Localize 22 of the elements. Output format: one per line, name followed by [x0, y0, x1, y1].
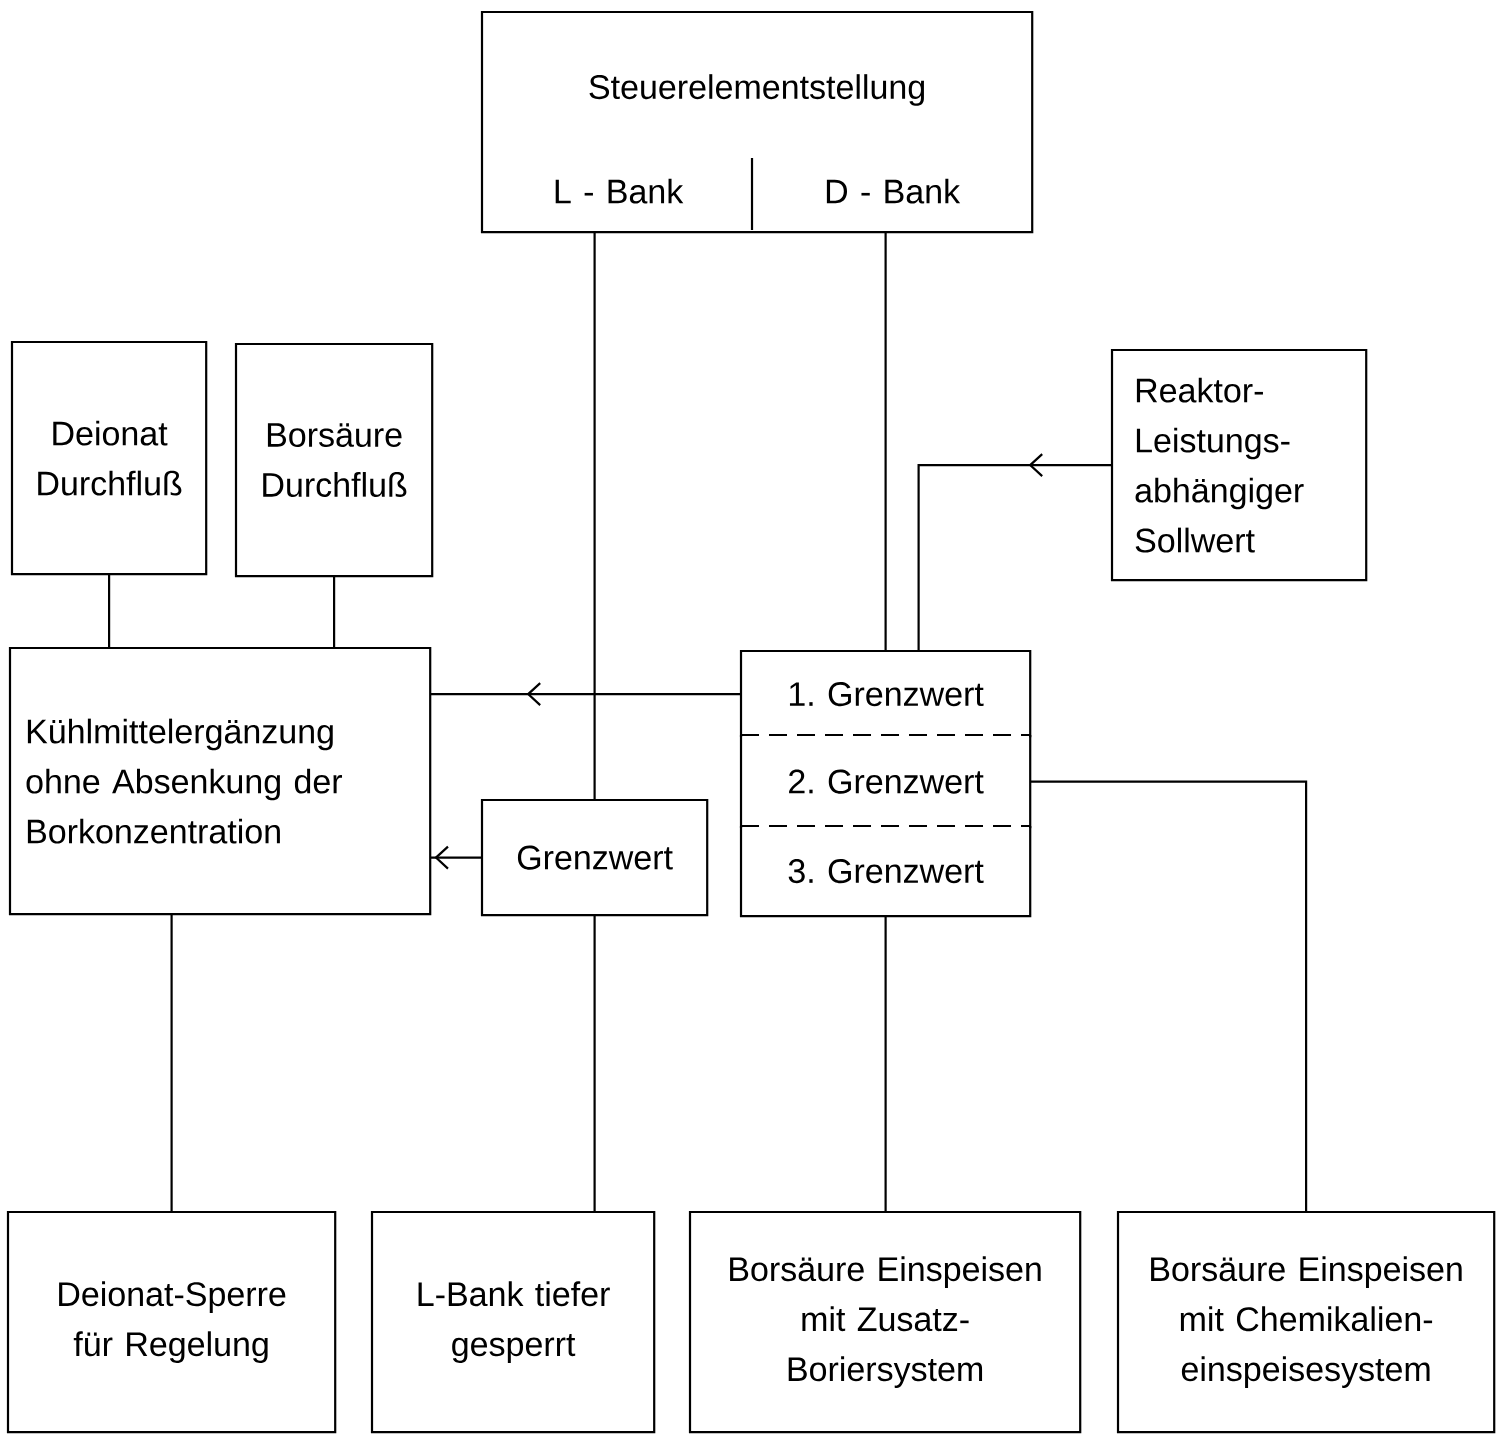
connector-line — [884, 232, 887, 651]
signal-box: Deionat Durchfluß — [10, 340, 208, 576]
action-box: Borsäure Einspeisen mit Chemikalien- einspeisesystem — [1116, 1210, 1496, 1434]
connector-line — [593, 915, 596, 1212]
limit-cell: 2. Grenzwert — [739, 733, 1032, 829]
bank-cell: D - Bank — [826, 178, 961, 204]
bank-cell: L - Bank — [555, 178, 684, 204]
limit-cell: 3. Grenzwert — [739, 824, 1032, 918]
limit-cell: 1. Grenzwert — [739, 649, 1032, 738]
connector-line — [1030, 780, 1308, 1212]
action-box: Borsäure Einspeisen mit Zusatz- Boriersystem — [688, 1210, 1082, 1434]
process-box: Kühlmittelergänzung ohne Absenkung der Borkonzentration — [8, 646, 432, 916]
connector-line — [333, 576, 336, 648]
connector-line — [170, 914, 173, 1212]
action-box: L-Bank tiefer gesperrt — [370, 1210, 656, 1434]
signal-box: Borsäure Durchfluß — [234, 342, 434, 578]
limit-box: Grenzwert — [480, 798, 709, 917]
connector-line — [108, 574, 111, 648]
action-box: Deionat-Sperre für Regelung — [6, 1210, 337, 1434]
connector-line — [593, 232, 596, 800]
signal-box: Reaktor- Leistungs- abhängiger Sollwert — [1110, 348, 1368, 582]
connector-line — [884, 916, 887, 1212]
